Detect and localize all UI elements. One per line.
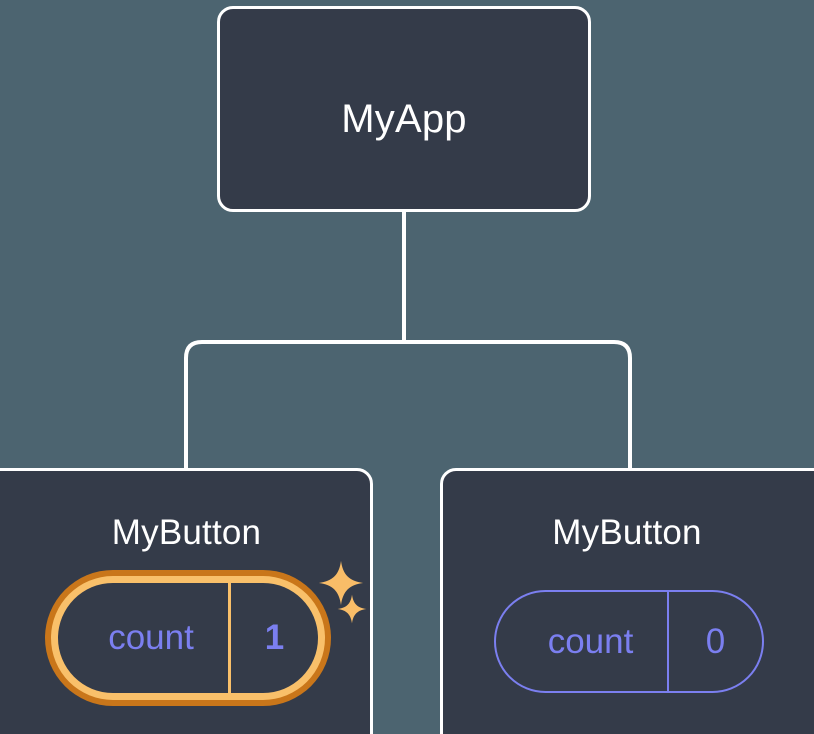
node-myapp[interactable]: MyApp	[217, 6, 591, 212]
state-pill-left-name: count	[108, 618, 194, 657]
state-pill-count-left[interactable]: count 1	[45, 570, 331, 706]
state-pill-count-right[interactable]: count 0	[494, 590, 764, 693]
node-mybutton-right-title: MyButton	[552, 513, 702, 552]
state-pill-body: count 1	[58, 583, 318, 693]
connector-branch-bar	[184, 340, 632, 468]
node-myapp-title: MyApp	[341, 97, 467, 141]
state-pill-right-value: 0	[667, 592, 762, 691]
state-pill-left-value: 1	[228, 583, 318, 693]
state-pill-right-name: count	[547, 621, 634, 661]
state-pill-highlight-ring: count 1	[51, 576, 325, 700]
node-mybutton-left-title: MyButton	[111, 513, 262, 552]
